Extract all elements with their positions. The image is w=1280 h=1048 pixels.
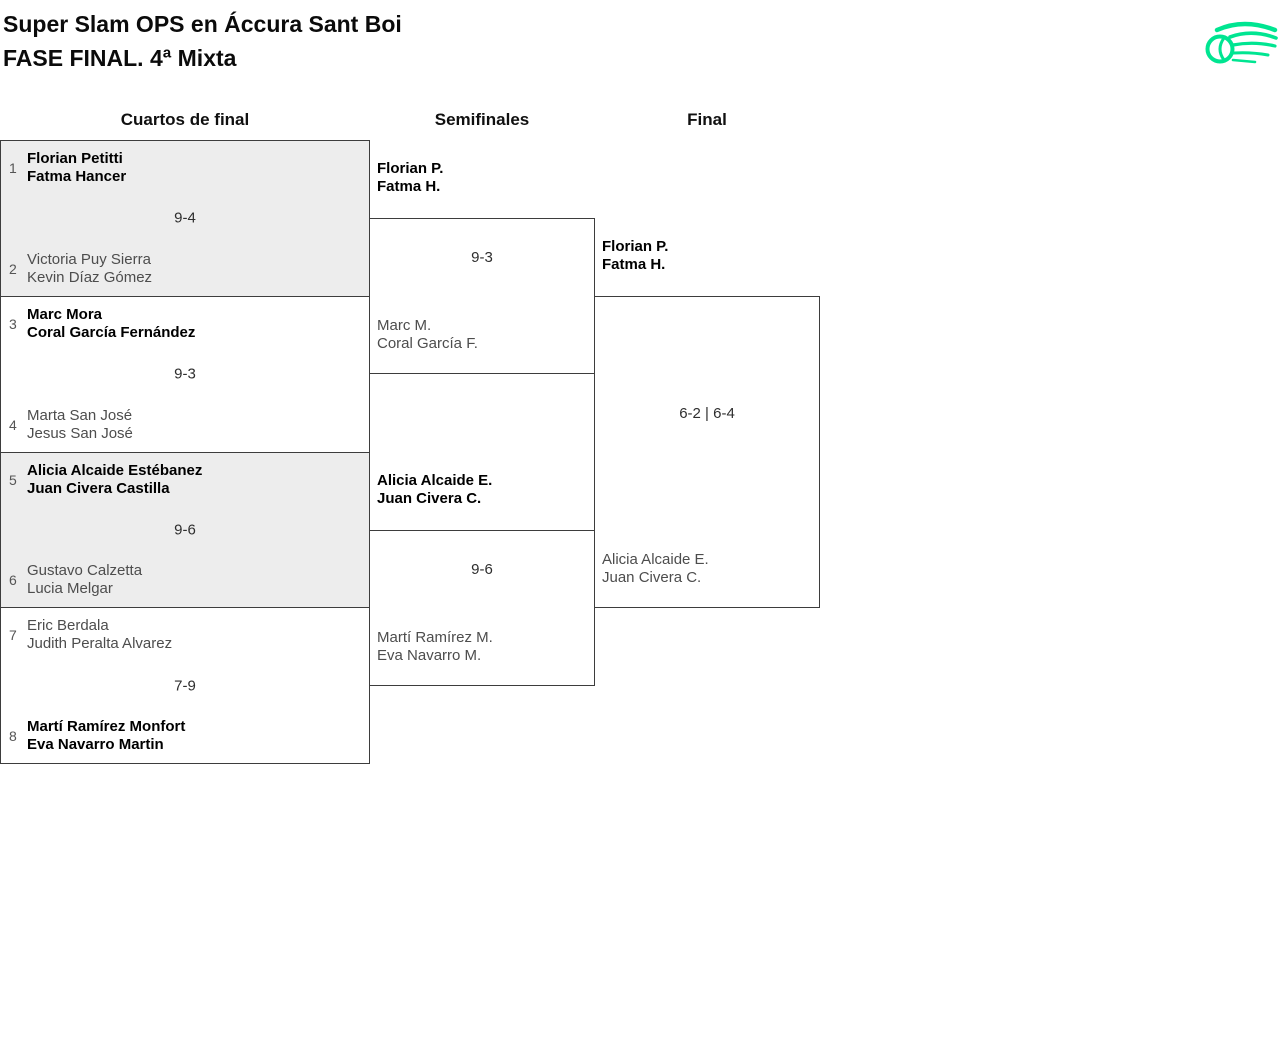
team-entry: 3 Marc Mora Coral García Fernández xyxy=(1,306,369,342)
seed-number: 8 xyxy=(9,728,17,744)
tennis-ball-swoosh-icon xyxy=(1205,21,1278,64)
player-name: Eva Navarro Martin xyxy=(27,736,164,753)
team-entry: 2 Victoria Puy Sierra Kevin Díaz Gómez xyxy=(1,251,369,287)
team-entry: 7 Eric Berdala Judith Peralta Alvarez xyxy=(1,617,369,653)
player-name: Juan Civera Castilla xyxy=(27,479,170,497)
match-score: 9-3 xyxy=(471,249,493,266)
match-quarterfinal-1: 1 Florian Petitti Fatma Hancer 9-4 2 Vic… xyxy=(1,141,369,296)
team-names: Marc Mora Coral García Fernández xyxy=(27,306,195,342)
team-entry: 8 Martí Ramírez Monfort Eva Navarro Mart… xyxy=(1,718,369,754)
player-name: Martí Ramírez M. xyxy=(377,629,493,646)
page-title: Super Slam OPS en Áccura Sant Boi xyxy=(3,11,402,37)
match-score: 9-4 xyxy=(174,209,196,227)
player-name: Coral García F. xyxy=(377,335,478,352)
match-score: 7-9 xyxy=(174,677,196,695)
team-names: Eric Berdala Judith Peralta Alvarez xyxy=(27,617,172,653)
match-semifinal-2 xyxy=(369,530,595,686)
team-names: Florian Petitti Fatma Hancer xyxy=(27,150,126,186)
player-name: Marc Mora xyxy=(27,305,103,323)
player-name: Fatma H. xyxy=(377,178,441,195)
player-name: Eric Berdala xyxy=(27,617,109,635)
team-entry: 5 Alicia Alcaide Estébanez Juan Civera C… xyxy=(1,462,369,498)
team-names: Alicia Alcaide E. Juan Civera C. xyxy=(377,472,492,508)
player-name: Florian P. xyxy=(377,160,444,177)
player-name: Alicia Alcaide Estébanez xyxy=(27,461,203,479)
seed-number: 5 xyxy=(9,471,17,488)
match-final xyxy=(594,296,820,608)
player-name: Fatma H. xyxy=(602,256,666,273)
team-entry: 4 Marta San José Jesus San José xyxy=(1,407,369,443)
player-name: Martí Ramírez Monfort xyxy=(27,718,186,735)
team-names: Florian P. Fatma H. xyxy=(602,238,668,274)
team-names: Marc M. Coral García F. xyxy=(377,317,478,353)
match-score: 9-3 xyxy=(174,365,196,383)
player-name: Victoria Puy Sierra xyxy=(27,250,151,268)
seed-number: 2 xyxy=(9,260,17,277)
player-name: Judith Peralta Alvarez xyxy=(27,635,173,653)
player-name: Juan Civera C. xyxy=(377,490,482,507)
seed-number: 1 xyxy=(9,160,17,176)
team-names: Alicia Alcaide Estébanez Juan Civera Cas… xyxy=(27,462,202,498)
match-quarterfinal-4: 7 Eric Berdala Judith Peralta Alvarez 7-… xyxy=(1,607,369,763)
player-name: Fatma Hancer xyxy=(27,168,127,185)
seed-number: 3 xyxy=(9,315,17,332)
player-name: Lucia Melgar xyxy=(27,580,113,598)
player-name: Eva Navarro M. xyxy=(377,647,482,664)
player-name: Florian P. xyxy=(602,238,669,255)
team-names: Gustavo Calzetta Lucia Melgar xyxy=(27,562,142,598)
player-name: Juan Civera C. xyxy=(602,569,702,586)
match-score: 6-2 | 6-4 xyxy=(679,405,735,422)
player-name: Alicia Alcaide E. xyxy=(602,551,709,568)
quarterfinals-column: 1 Florian Petitti Fatma Hancer 9-4 2 Vic… xyxy=(0,140,370,764)
seed-number: 4 xyxy=(9,416,17,433)
team-entry: 1 Florian Petitti Fatma Hancer xyxy=(1,150,369,186)
player-name: Marta San José xyxy=(27,406,133,424)
player-name: Gustavo Calzetta xyxy=(27,562,143,580)
match-quarterfinal-2: 3 Marc Mora Coral García Fernández 9-3 4… xyxy=(1,295,369,452)
team-names: Martí Ramírez Monfort Eva Navarro Martin xyxy=(27,718,185,754)
round-header-final: Final xyxy=(687,110,727,129)
seed-number: 7 xyxy=(9,627,17,644)
page-subtitle: FASE FINAL. 4ª Mixta xyxy=(3,45,237,71)
team-entry: 6 Gustavo Calzetta Lucia Melgar xyxy=(1,562,369,598)
team-names: Alicia Alcaide E. Juan Civera C. xyxy=(602,551,709,587)
round-header-semifinals: Semifinales xyxy=(434,110,530,129)
player-name: Florian Petitti xyxy=(27,150,123,167)
team-names: Victoria Puy Sierra Kevin Díaz Gómez xyxy=(27,251,152,287)
player-name: Jesus San José xyxy=(27,424,133,442)
round-header-quarterfinals: Cuartos de final xyxy=(120,110,250,129)
team-names: Florian P. Fatma H. xyxy=(377,160,443,196)
player-name: Coral García Fernández xyxy=(27,323,196,341)
player-name: Kevin Díaz Gómez xyxy=(27,268,153,286)
seed-number: 6 xyxy=(9,572,17,589)
team-names: Martí Ramírez M. Eva Navarro M. xyxy=(377,629,493,665)
player-name: Alicia Alcaide E. xyxy=(377,472,493,489)
match-score: 9-6 xyxy=(471,561,493,578)
team-names: Marta San José Jesus San José xyxy=(27,407,133,443)
match-score: 9-6 xyxy=(174,521,196,539)
player-name: Marc M. xyxy=(377,317,432,334)
match-quarterfinal-3: 5 Alicia Alcaide Estébanez Juan Civera C… xyxy=(1,451,369,608)
